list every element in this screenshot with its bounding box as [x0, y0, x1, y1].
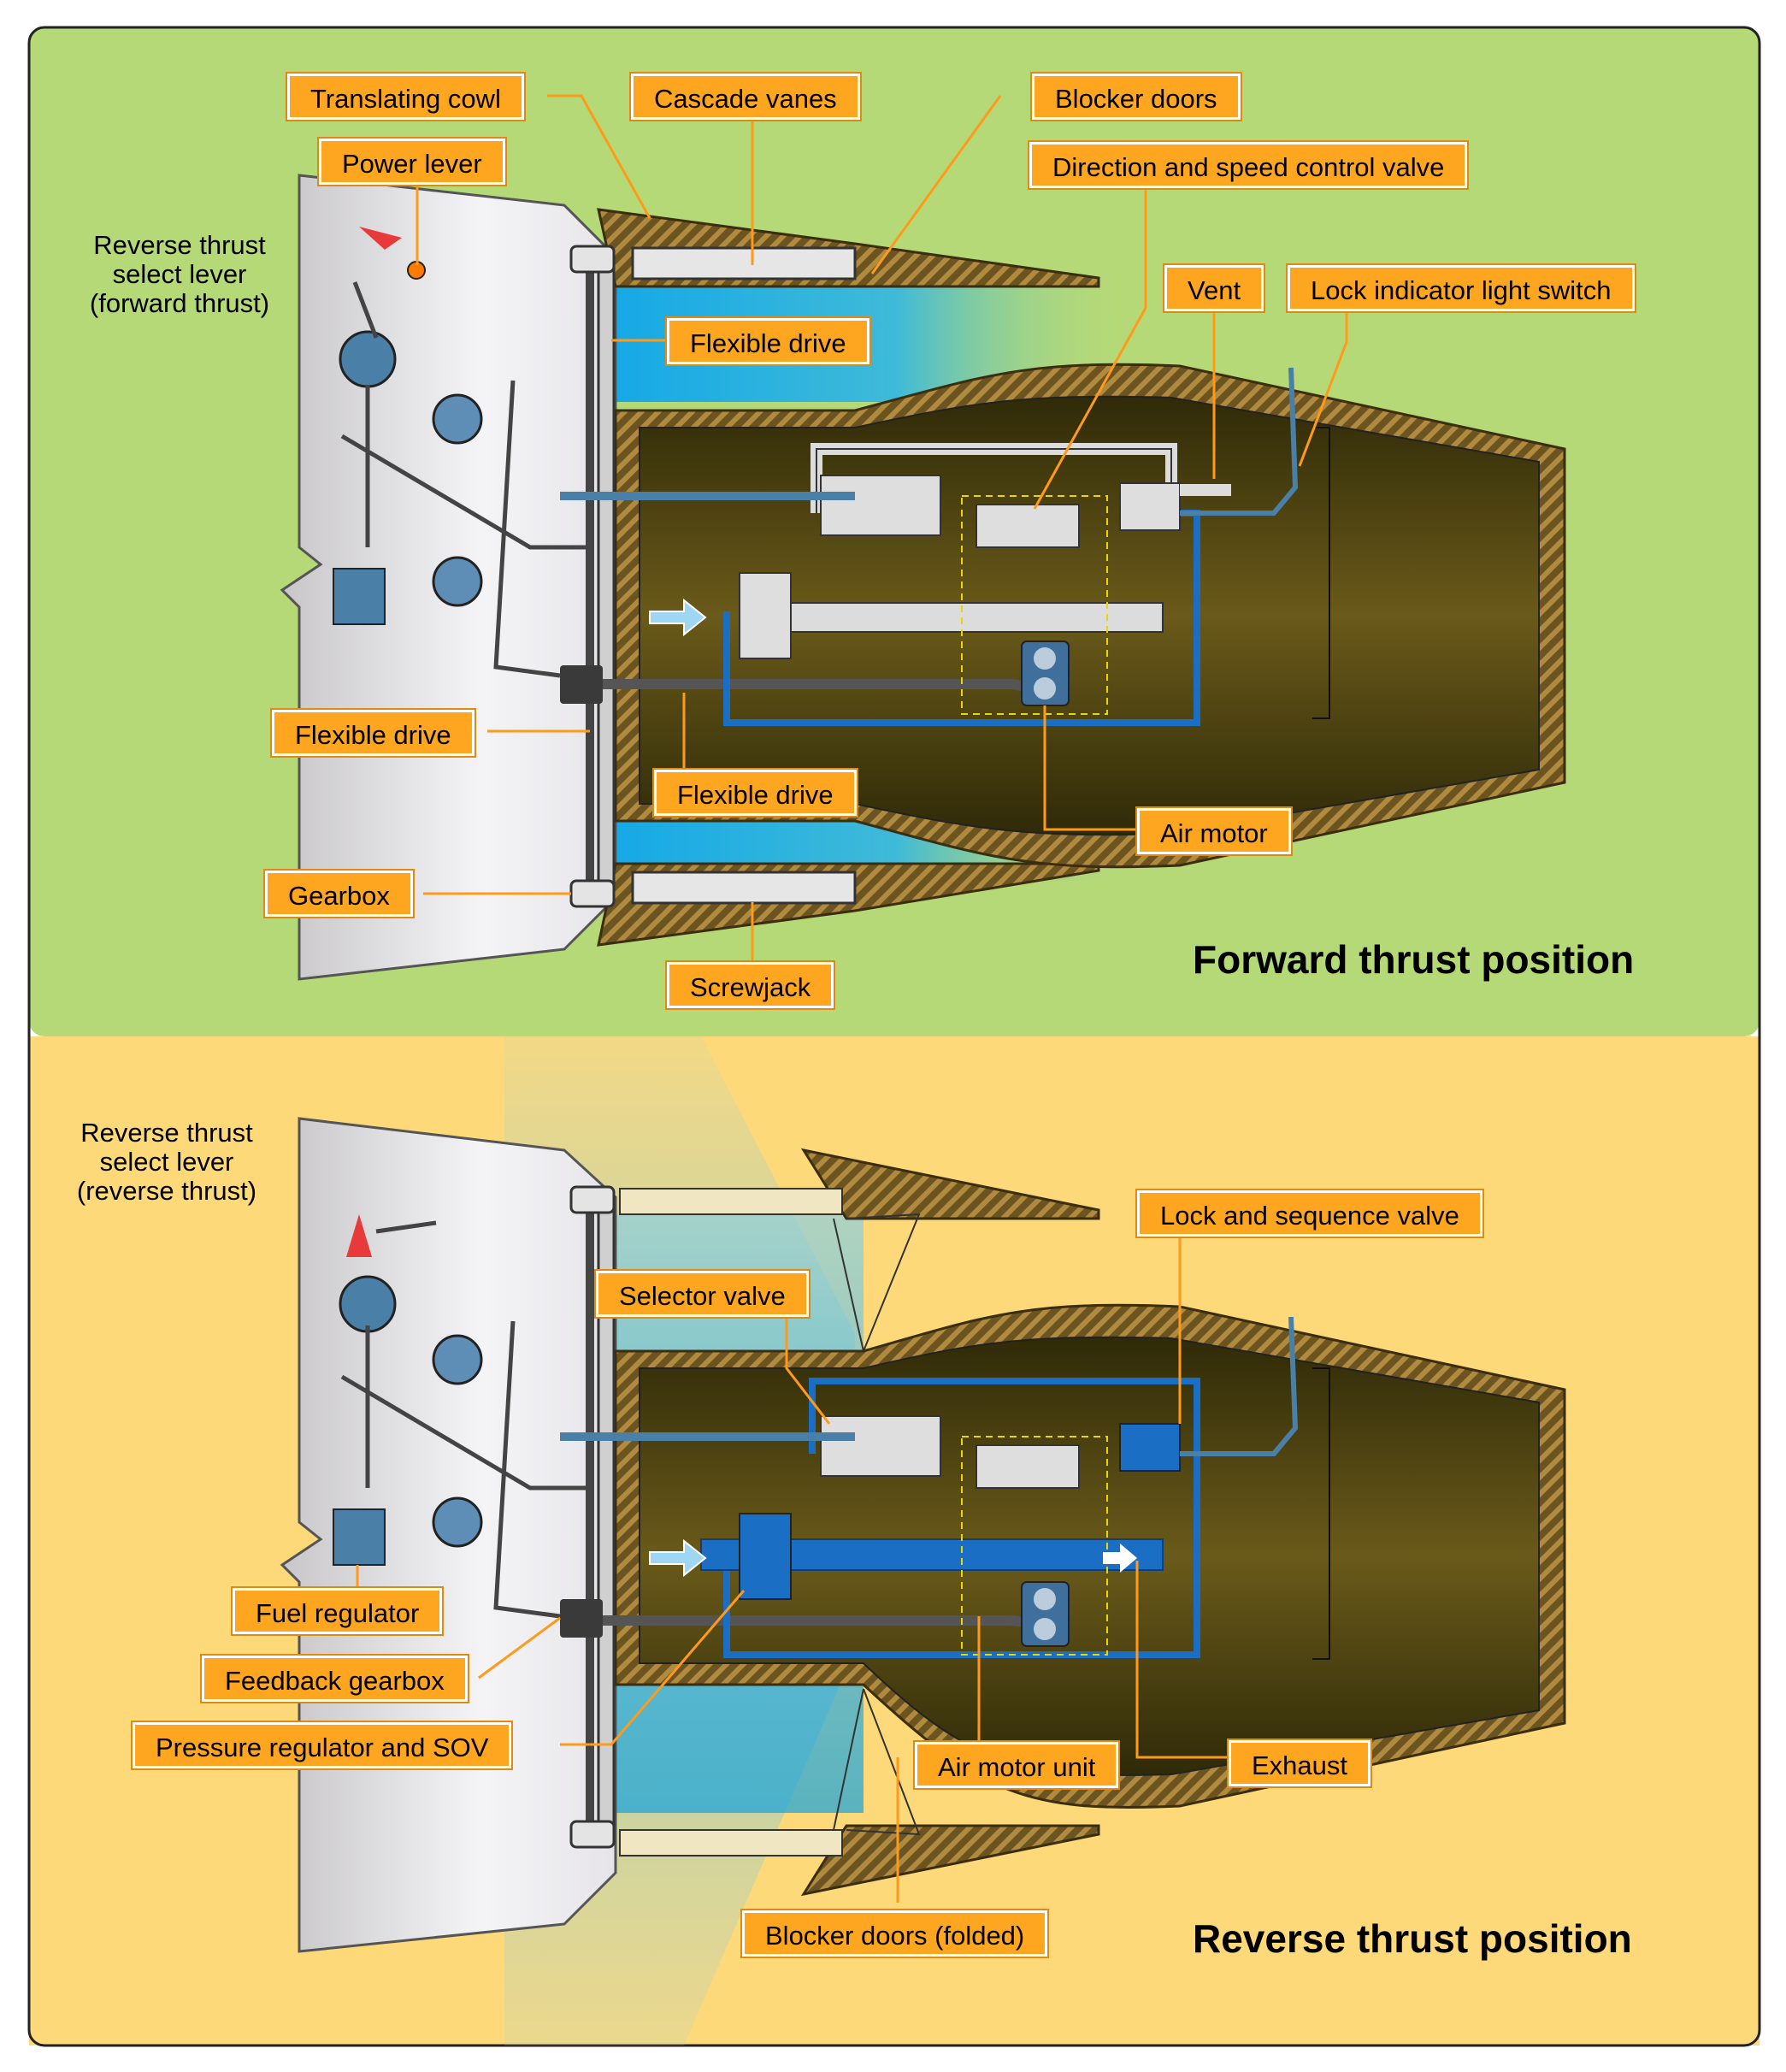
- label-exhaust: Exhaust: [1229, 1740, 1371, 1786]
- direction-valve-box: [961, 495, 1108, 715]
- forward-title: Forward thrust position: [1193, 937, 1635, 982]
- label-blocker-doors: Blocker doors: [1032, 74, 1241, 120]
- air-inlet-arrow-reverse: [649, 1538, 707, 1578]
- blocker-doors-upper-folded: [833, 1213, 921, 1352]
- lever-linkage: [340, 281, 590, 678]
- label-feedback-gearbox: Feedback gearbox: [202, 1656, 468, 1702]
- air-motor-unit-rotor-1: [1034, 1588, 1056, 1610]
- label-screwjack: Screwjack: [667, 962, 834, 1008]
- pulley-3-reverse: [432, 1496, 483, 1548]
- direction-valve-body-reverse: [976, 1444, 1080, 1489]
- fuel-regulator-reverse: [333, 1508, 386, 1566]
- label-fuel-regulator: Fuel regulator: [233, 1588, 443, 1634]
- label-air-motor-unit: Air motor unit: [915, 1742, 1119, 1788]
- label-lock-sequence-valve: Lock and sequence valve: [1137, 1190, 1482, 1237]
- blocker-doors-lower-folded: [833, 1688, 921, 1836]
- selector-valve-body-reverse: [820, 1415, 941, 1477]
- label-flexible-drive-1: Flexible drive: [667, 318, 869, 364]
- gearbox-upper: [569, 245, 616, 274]
- feedback-gearbox-reverse: [560, 1599, 603, 1638]
- pressure-regulator-reverse: [739, 1513, 792, 1600]
- label-air-motor: Air motor: [1137, 808, 1291, 854]
- label-vent: Vent: [1164, 265, 1264, 311]
- fluid-line-reverse: [723, 1378, 1200, 1658]
- forward-diagram: [280, 174, 1566, 981]
- power-lever-pulley: [339, 330, 397, 388]
- label-power-lever: Power lever: [319, 139, 505, 185]
- control-pipe: [752, 602, 1164, 633]
- label-direction-speed-valve: Direction and speed control valve: [1029, 142, 1468, 188]
- label-selector-valve: Selector valve: [596, 1271, 809, 1317]
- air-line-outline: [816, 448, 1172, 513]
- station-line: [1312, 427, 1330, 719]
- reverse-lever-arrow: [346, 1214, 372, 1257]
- pulley-2: [432, 393, 483, 445]
- lock-valve-body-reverse: [1119, 1423, 1181, 1472]
- power-lever-arrow: [359, 227, 402, 250]
- selector-valve-body: [820, 475, 941, 536]
- station-line-reverse: [1312, 1367, 1330, 1660]
- label-translating-cowl: Translating cowl: [287, 74, 524, 120]
- air-motor-unit-rotor-2: [1034, 1618, 1056, 1640]
- cascade-vanes-upper-reverse: [619, 1188, 843, 1215]
- air-motor-unit: [1021, 1581, 1070, 1647]
- exhaust-arrow: [1103, 1544, 1137, 1573]
- label-select-lever-forward: Reverse thrust select lever (forward thr…: [89, 230, 270, 318]
- label-lock-indicator: Lock indicator light switch: [1288, 265, 1635, 311]
- panel-border: [27, 26, 1761, 2047]
- pulley-2-reverse: [432, 1334, 483, 1385]
- pulley-3: [432, 556, 483, 607]
- pressure-regulator: [739, 572, 792, 659]
- firewall: [597, 255, 616, 891]
- lock-valve-body: [1119, 482, 1181, 531]
- direction-valve-body: [976, 504, 1080, 548]
- power-lever-pulley-reverse: [339, 1275, 397, 1333]
- feedback-gearbox: [560, 665, 603, 704]
- label-pressure-regulator: Pressure regulator and SOV: [133, 1722, 512, 1768]
- label-gearbox: Gearbox: [265, 871, 413, 917]
- gearbox-upper-reverse: [569, 1185, 616, 1214]
- air-inlet-arrow: [649, 598, 707, 637]
- label-blocker-doors-folded: Blocker doors (folded): [742, 1910, 1048, 1957]
- label-select-lever-reverse: Reverse thrust select lever (reverse thr…: [76, 1118, 257, 1206]
- leader-lines: [356, 94, 1348, 1903]
- fuel-regulator: [333, 568, 386, 625]
- direction-valve-box-reverse: [961, 1436, 1108, 1656]
- cascade-vanes-lower: [631, 871, 857, 905]
- air-motor-rotor-1: [1034, 647, 1056, 670]
- cascade-vanes-lower-reverse: [619, 1829, 843, 1857]
- lock-switch-arm: [1180, 367, 1299, 516]
- gearbox-lower: [569, 879, 616, 908]
- lever-linkage-reverse: [340, 1220, 590, 1619]
- label-cascade-vanes: Cascade vanes: [631, 74, 860, 120]
- gearbox-lower-reverse: [569, 1820, 616, 1849]
- label-flexible-drive-2: Flexible drive: [272, 710, 474, 756]
- cascade-vanes-upper: [631, 246, 857, 280]
- lock-switch-arm-reverse: [1180, 1316, 1299, 1456]
- label-flexible-drive-3: Flexible drive: [654, 770, 857, 816]
- reverse-title: Reverse thrust position: [1193, 1916, 1632, 1961]
- air-motor-rotor-2: [1034, 677, 1056, 700]
